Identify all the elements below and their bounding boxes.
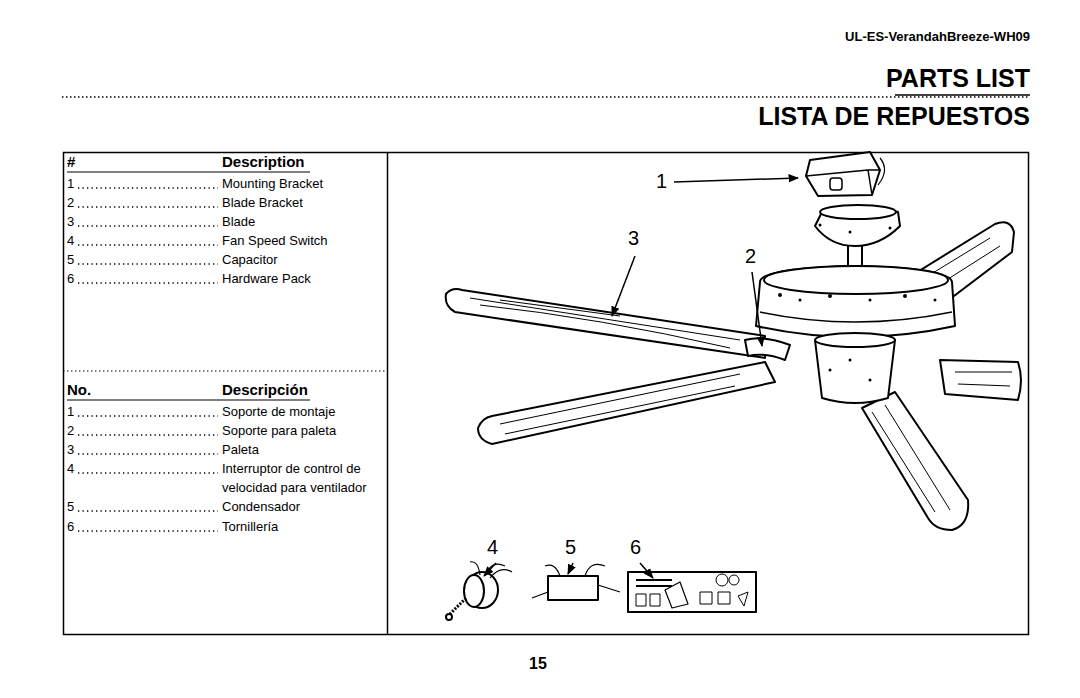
- part-name: Paleta: [222, 440, 382, 459]
- callout-number: 2: [745, 246, 756, 266]
- part-number: 3: [67, 440, 74, 459]
- callout-number: 4: [487, 537, 498, 557]
- part-number: 6: [67, 517, 74, 536]
- part-number: 3: [67, 212, 74, 231]
- column-header: No.: [67, 381, 91, 398]
- part-number: 2: [67, 193, 74, 212]
- part-number: 1: [67, 402, 74, 421]
- part-name: Soporte para paleta: [222, 421, 382, 440]
- part-number: 5: [67, 497, 74, 516]
- part-name: Mounting Bracket: [222, 174, 323, 193]
- page-title: PARTS LIST: [886, 66, 1030, 91]
- callout-number: 1: [656, 171, 667, 191]
- part-name: Fan Speed Switch: [222, 231, 328, 250]
- page-number: 15: [529, 655, 547, 673]
- part-name: Tornillería: [222, 517, 382, 536]
- part-number: 5: [67, 250, 74, 269]
- part-name: Interruptor de control de velocidad para…: [222, 459, 382, 497]
- part-number: 4: [67, 231, 74, 250]
- part-name: Blade Bracket: [222, 193, 303, 212]
- part-number: 1: [67, 174, 74, 193]
- page-title: LISTA DE REPUESTOS: [758, 104, 1030, 129]
- part-number: 2: [67, 421, 74, 440]
- column-header: Description: [222, 153, 305, 170]
- part-name: Hardware Pack: [222, 269, 311, 288]
- column-header: #: [67, 153, 75, 170]
- callout-number: 3: [628, 228, 639, 248]
- part-number: 4: [67, 459, 74, 478]
- part-number: 6: [67, 269, 74, 288]
- callout-number: 5: [565, 537, 576, 557]
- callout-number: 6: [630, 537, 641, 557]
- part-name: Condensador: [222, 497, 382, 516]
- column-header: Descripción: [222, 381, 308, 398]
- document-code: UL-ES-VerandahBreeze-WH09: [845, 30, 1030, 45]
- part-name: Soporte de montaje: [222, 402, 382, 421]
- part-name: Blade: [222, 212, 255, 231]
- part-name: Capacitor: [222, 250, 278, 269]
